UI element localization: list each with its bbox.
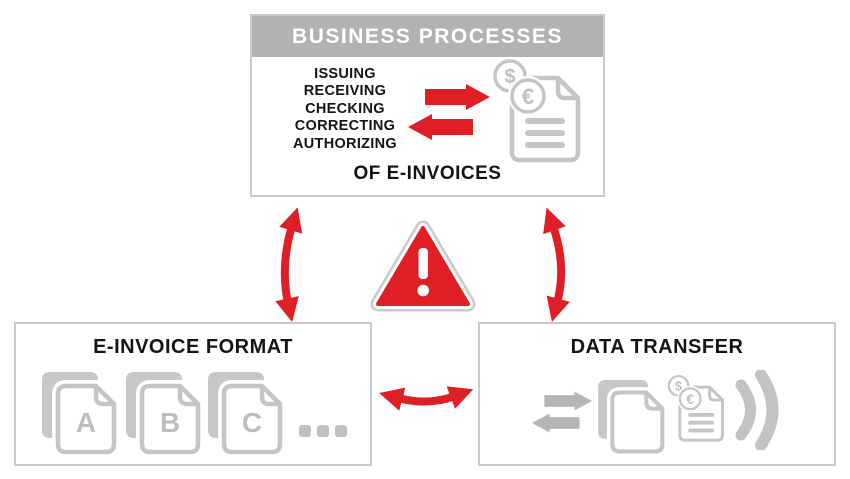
connector-processes-format: [275, 207, 303, 323]
dot: [335, 425, 347, 437]
business-processes-box: BUSINESS PROCESSES ISSUING RECEIVING CHE…: [250, 14, 605, 197]
format-a-label: A: [75, 407, 97, 438]
process-list: ISSUING RECEIVING CHECKING CORRECTING AU…: [275, 66, 415, 153]
data-transfer-title: DATA TRANSFER: [570, 336, 744, 358]
exclamation-dot: [417, 284, 429, 297]
format-c-label: C: [241, 407, 263, 438]
process-item: RECEIVING: [303, 83, 387, 100]
process-item: AUTHORIZING: [293, 135, 397, 152]
ellipsis-icon: [299, 425, 347, 437]
format-b-document-icon: B: [126, 372, 202, 456]
process-item: CHECKING: [305, 100, 385, 117]
data-transfer-box: DATA TRANSFER: [478, 322, 836, 466]
signal-waves-icon: [735, 370, 779, 450]
format-a-document-icon: A: [42, 372, 118, 456]
connector-format-transfer: [379, 386, 474, 411]
dot: [299, 425, 311, 437]
invoice-icon: [663, 374, 729, 443]
exchange-arrows-icon: [532, 390, 592, 434]
document-stack-icon: [598, 380, 666, 455]
format-b-label: B: [159, 407, 181, 438]
dot: [317, 425, 329, 437]
connector-processes-transfer: [543, 207, 570, 322]
format-c-document-icon: C: [208, 372, 284, 456]
business-processes-header: BUSINESS PROCESSES: [252, 16, 603, 57]
process-item: CORRECTING: [294, 118, 396, 135]
warning-icon: [370, 220, 476, 312]
of-e-invoices-label: OF E-INVOICES: [353, 163, 502, 184]
exchange-arrows-icon: [408, 83, 490, 141]
e-invoice-format-box: E-INVOICE FORMAT A B C: [14, 322, 372, 466]
e-invoice-format-title: E-INVOICE FORMAT: [93, 336, 293, 358]
invoice-icon: [486, 58, 588, 164]
exclamation-bar: [418, 248, 428, 279]
process-item: ISSUING: [314, 66, 376, 82]
